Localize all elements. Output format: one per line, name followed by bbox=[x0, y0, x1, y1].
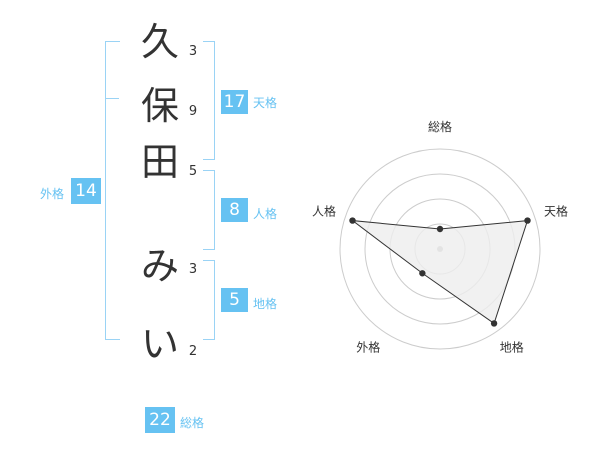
jinkaku-label: 人格 bbox=[253, 207, 278, 221]
gaikaku-value: 14 bbox=[71, 178, 101, 204]
chikaku-value: 5 bbox=[221, 288, 248, 312]
soukaku-label: 総格 bbox=[180, 416, 205, 430]
soukaku-value: 22 bbox=[145, 407, 175, 433]
name-char-5: い bbox=[140, 322, 179, 366]
radar-axis-label-2: 天格 bbox=[544, 203, 568, 218]
radar-ring-4 bbox=[339, 148, 541, 350]
tenkaku-value: 17 bbox=[221, 90, 248, 114]
radar-axis-label-4: 外格 bbox=[356, 340, 380, 355]
stroke-count-2: 9 bbox=[188, 104, 198, 119]
gaikaku-bracket bbox=[105, 41, 120, 340]
radar-point-3 bbox=[490, 320, 498, 327]
radar-axis-label-3: 地格 bbox=[500, 340, 524, 355]
radar-point-5 bbox=[349, 217, 356, 224]
chikaku-label: 地格 bbox=[253, 297, 278, 311]
jinkaku-bracket bbox=[203, 170, 215, 250]
name-char-1: 久 bbox=[140, 20, 179, 64]
name-char-4: み bbox=[140, 244, 179, 288]
tenkaku-bracket bbox=[203, 41, 215, 160]
gaikaku-bracket-tick bbox=[105, 98, 119, 99]
radar-point-2 bbox=[524, 217, 531, 224]
stroke-count-3: 5 bbox=[188, 164, 198, 179]
stroke-count-5: 2 bbox=[188, 344, 198, 359]
stroke-count-4: 3 bbox=[188, 262, 198, 277]
chikaku-bracket bbox=[203, 260, 215, 340]
radar-axis-label-1: 総格 bbox=[428, 119, 452, 134]
jinkaku-value: 8 bbox=[221, 198, 248, 222]
radar-shape bbox=[350, 219, 529, 325]
gaikaku-label: 外格 bbox=[40, 187, 65, 201]
stroke-count-1: 3 bbox=[188, 44, 198, 59]
name-char-2: 保 bbox=[140, 84, 179, 128]
radar-axis-label-5: 人格 bbox=[312, 203, 336, 218]
radar-point-4 bbox=[419, 270, 426, 277]
tenkaku-label: 天格 bbox=[253, 96, 278, 110]
radar-point-1 bbox=[436, 225, 444, 233]
radar-points bbox=[349, 217, 531, 327]
name-char-3: 田 bbox=[140, 140, 179, 184]
